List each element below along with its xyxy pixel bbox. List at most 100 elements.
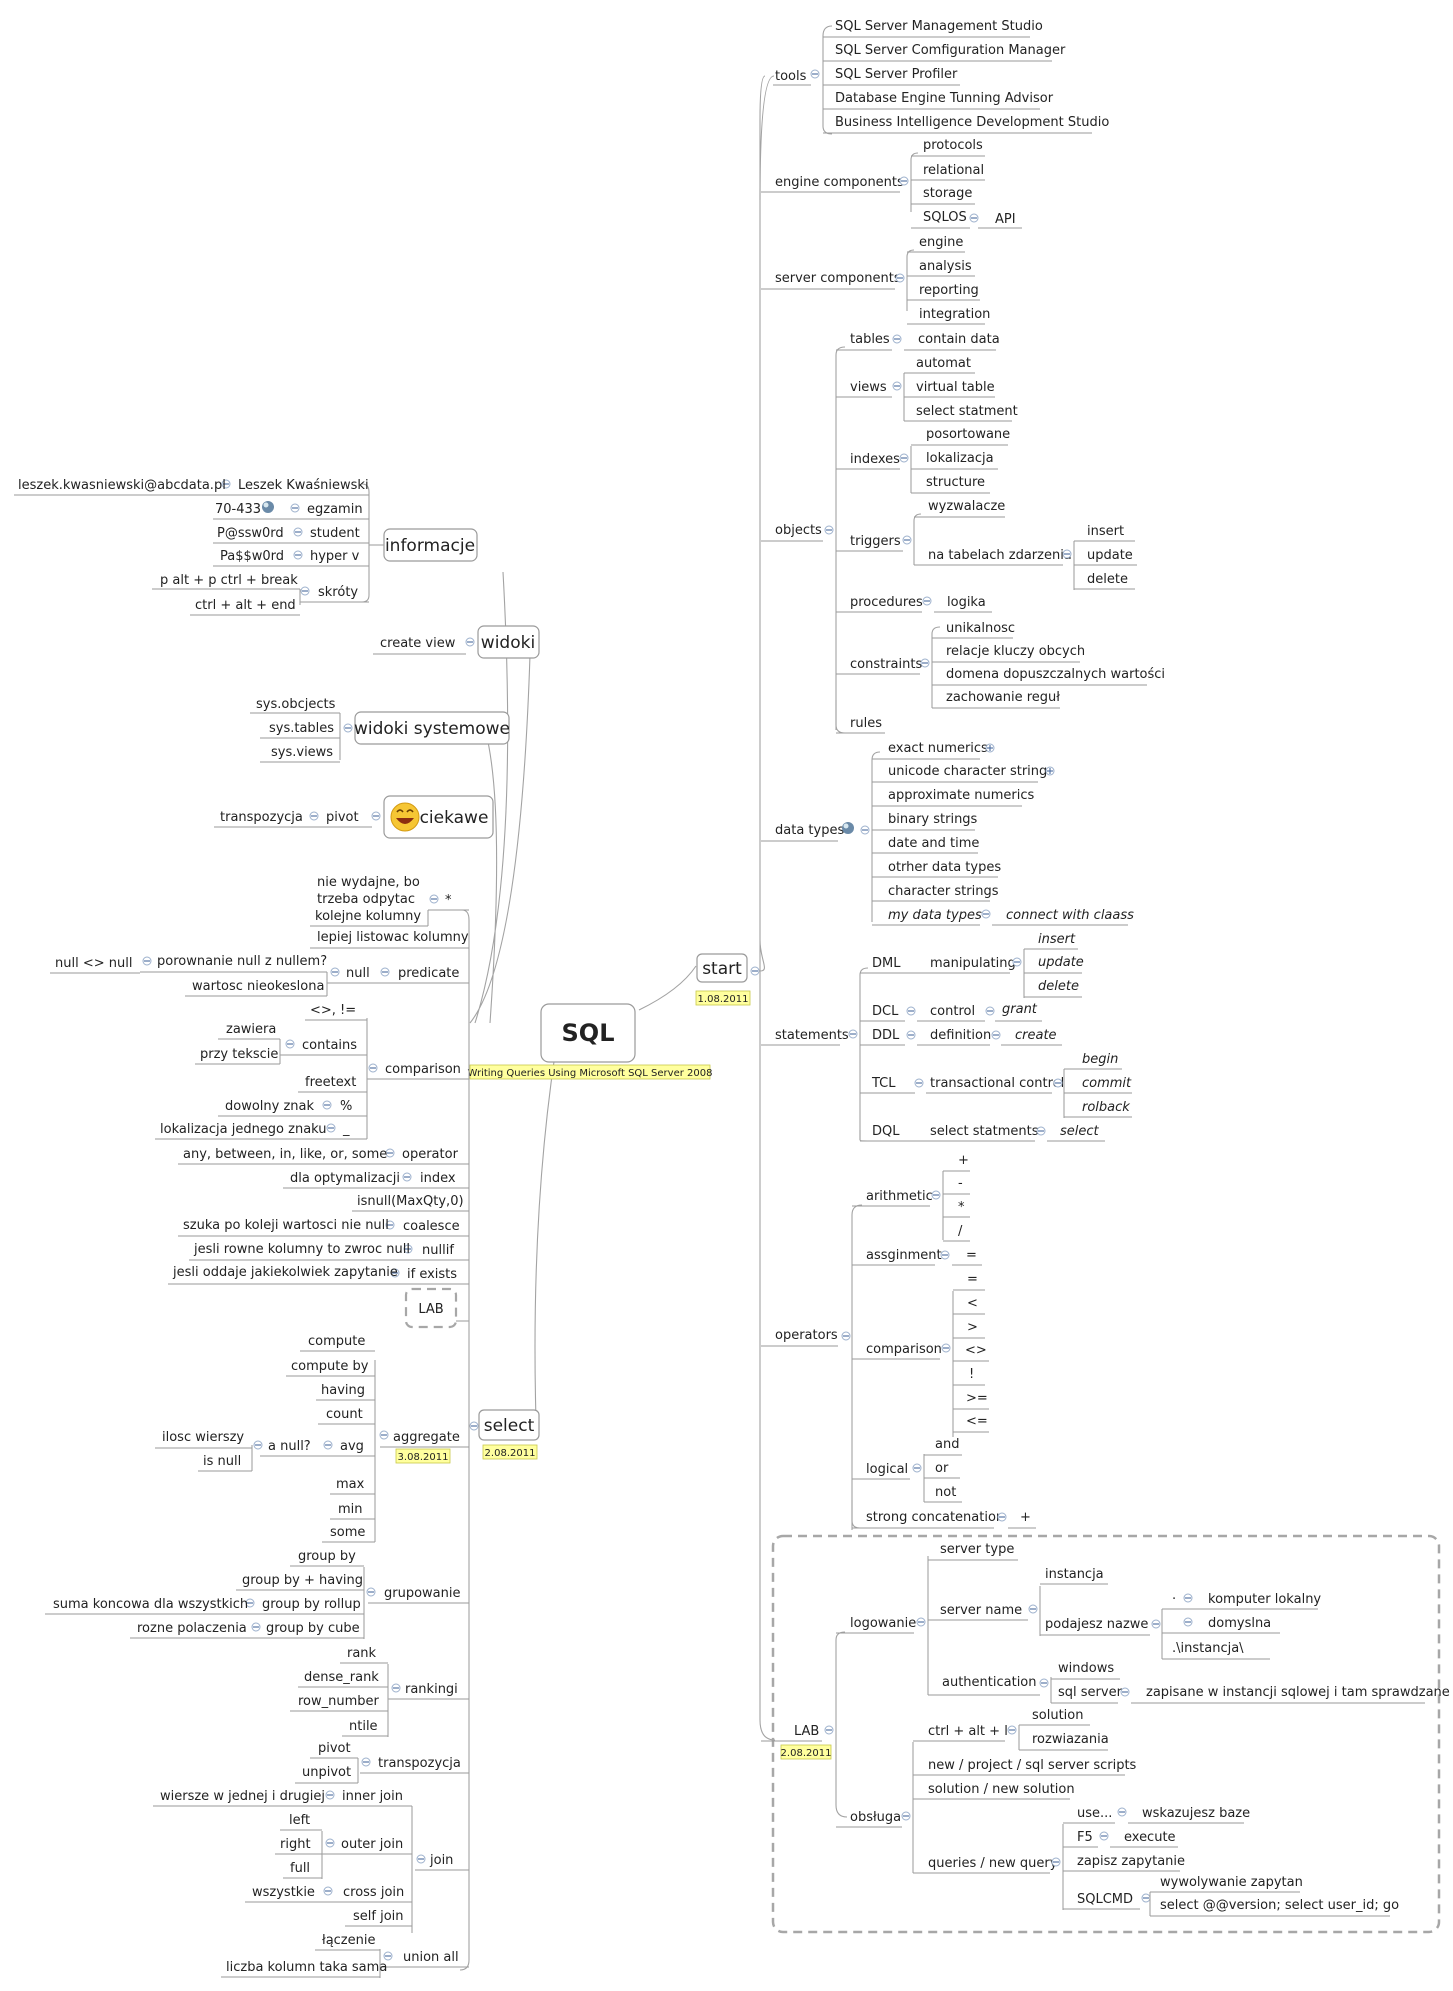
indexes-1: posortowane: [926, 427, 1010, 442]
concat-label: strong concatenation: [866, 1510, 1004, 1525]
views-3: select statment: [916, 404, 1018, 419]
suma: suma koncowa dla wszystkich: [53, 1597, 248, 1612]
cmp-1: =: [967, 1272, 978, 1287]
triggers-1: wyzwalacze: [928, 499, 1005, 514]
self-join: self join: [353, 1909, 404, 1924]
student-pw: P@ssw0rd: [217, 526, 284, 541]
pivot-label: pivot: [326, 810, 359, 825]
dql-1: select: [1060, 1124, 1100, 1139]
agg-3: having: [321, 1383, 365, 1398]
agg-6: max: [336, 1477, 365, 1492]
branch-start[interactable]: start 1.08.2011: [695, 75, 776, 1741]
engine-components-label: engine components: [775, 175, 904, 190]
rank-1: rank: [347, 1646, 377, 1661]
logowanie-label: logowanie: [850, 1616, 916, 1631]
widoki-systemowe-label: widoki systemowe: [354, 719, 510, 739]
index-text: dla optymalizacji: [290, 1171, 400, 1186]
dt-4: binary strings: [888, 812, 978, 827]
trans-1: pivot: [318, 1741, 351, 1756]
create-view: create view: [380, 636, 456, 651]
arith-2: -: [958, 1176, 963, 1191]
cmp-4: <>: [965, 1343, 987, 1358]
logical-2: or: [935, 1461, 949, 1476]
aggregate-date: 3.08.2011: [398, 1452, 449, 1463]
dml-1: insert: [1038, 932, 1076, 947]
branch-server-components[interactable]: server components engine analysis report…: [761, 235, 990, 325]
branch-lab[interactable]: LAB 2.08.2011 logowanie server type serv…: [761, 1534, 1450, 1934]
tables-item: contain data: [918, 332, 1000, 347]
branch-objects[interactable]: objects tables contain data views automa…: [761, 332, 1165, 734]
ddl-child: definition: [930, 1028, 991, 1043]
tool-1: SQL Server Management Studio: [835, 19, 1043, 34]
skroty-2: ctrl + alt + end: [195, 598, 296, 613]
branch-widoki[interactable]: widoki create view: [373, 625, 540, 659]
branch-widoki-systemowe[interactable]: widoki systemowe sys.obcjects sys.tables…: [250, 697, 510, 763]
f5: F5: [1077, 1830, 1093, 1845]
rules-label: rules: [850, 716, 882, 731]
dql-label: DQL: [872, 1124, 900, 1139]
branch-informacje[interactable]: informacje Leszek Kwaśniewski leszek.kwa…: [14, 478, 478, 616]
skroty-1: p alt + p ctrl + break: [160, 573, 298, 588]
ec-1: protocols: [923, 138, 983, 153]
wartosc: wartosc nieokeslona: [192, 979, 324, 994]
lepiej: lepiej listowac kolumny: [317, 930, 469, 945]
assign-label: assginment: [866, 1248, 942, 1263]
server-components-label: server components: [775, 271, 901, 286]
exam-code: 70-433: [215, 502, 261, 517]
objects-label: objects: [775, 523, 822, 538]
outer-join: outer join: [341, 1837, 403, 1852]
ec-2: relational: [923, 163, 984, 178]
agg-8: some: [330, 1525, 365, 1540]
root-title: SQL: [562, 1019, 615, 1047]
constraints-label: constraints: [850, 657, 922, 672]
branch-ciekawe[interactable]: ciekawe pivot transpozycja: [214, 795, 494, 839]
views-1: automat: [916, 356, 971, 371]
tool-3: SQL Server Profiler: [835, 67, 958, 82]
cmp-7: <=: [966, 1414, 988, 1429]
sysviews: sys.views: [271, 745, 333, 760]
informacje-label: informacje: [385, 536, 475, 556]
branch-operators[interactable]: operators arithmetic + - * / assginment …: [761, 1153, 1036, 1530]
cmp-3: >: [967, 1320, 978, 1335]
logical-label: logical: [866, 1462, 908, 1477]
sqlcmd: SQLCMD: [1077, 1892, 1133, 1907]
domyslna: domyslna: [1208, 1616, 1271, 1631]
tcl-child: transactional control: [930, 1076, 1064, 1091]
constraints-4: zachowanie reguł: [946, 690, 1060, 705]
ifexists-text: jesli oddaje jakiekolwiek zapytanie: [172, 1265, 398, 1280]
branch-data-types[interactable]: data types exact numerics unicode charac…: [761, 741, 1134, 926]
sc-2: analysis: [919, 259, 972, 274]
authentication: authentication: [942, 1675, 1037, 1690]
comparison: comparison: [385, 1062, 461, 1077]
rozwiazania: rozwiazania: [1032, 1732, 1109, 1747]
sysobj: sys.obcjects: [256, 697, 336, 712]
coalesce-text: szuka po koleji wartosci nie null: [183, 1218, 389, 1233]
dcl-1: grant: [1002, 1002, 1038, 1017]
execute: execute: [1124, 1830, 1176, 1845]
branch-tools[interactable]: tools SQL Server Management Studio SQL S…: [759, 19, 1109, 201]
globe-highlight: [843, 823, 849, 829]
cube: group by cube: [266, 1621, 360, 1636]
isnullw: is null: [203, 1454, 241, 1469]
branch-engine-components[interactable]: engine components protocols relational s…: [761, 138, 1022, 229]
dml-label: DML: [872, 956, 901, 971]
ifexists: if exists: [407, 1267, 457, 1282]
dml-3: delete: [1038, 979, 1079, 994]
contains: contains: [302, 1038, 357, 1053]
rank-4: ntile: [349, 1719, 378, 1734]
wiersze: wiersze w jednej i drugiej: [160, 1789, 325, 1804]
branch-select[interactable]: select 2.08.2011 * nie wydajne, bo trzeb…: [45, 875, 540, 1978]
branch-statements[interactable]: statements DML manipulating insert updat…: [761, 932, 1132, 1142]
tool-5: Business Intelligence Development Studio: [835, 115, 1109, 130]
smiley-icon: [390, 802, 420, 832]
skroty: skróty: [318, 585, 358, 600]
systables: sys.tables: [269, 721, 334, 736]
cmp-ops: <>, !=: [310, 1003, 356, 1018]
central-node[interactable]: SQL Writing Queries Using Microsoft SQL …: [468, 571, 713, 1421]
instancja-path: .\instancja\: [1172, 1641, 1244, 1656]
rozne: rozne polaczenia: [137, 1621, 247, 1636]
hyperv: hyper v: [310, 549, 360, 564]
assign-1: =: [966, 1248, 977, 1263]
procedures-label: procedures: [850, 595, 923, 610]
